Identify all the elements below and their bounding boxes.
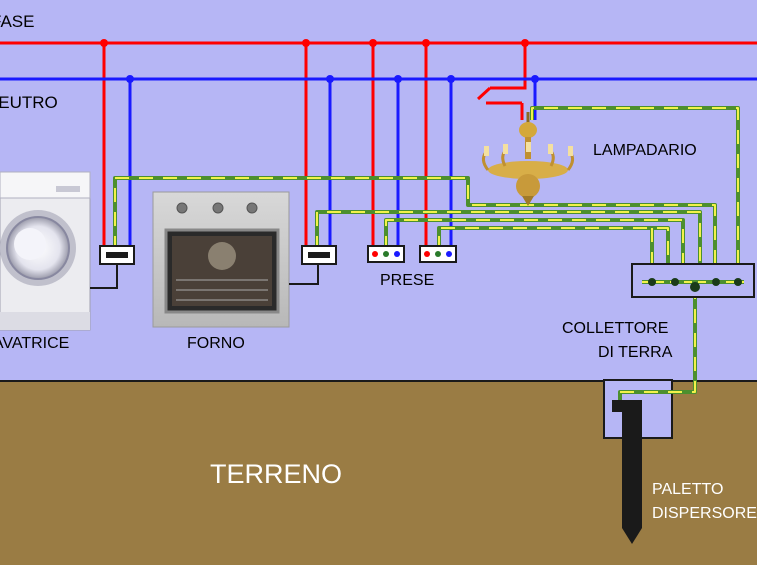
ground-soil xyxy=(0,379,757,565)
wall-socket-1 xyxy=(367,245,405,263)
collector-label-line1: COLLETTORE xyxy=(562,320,668,337)
oven-label: FORNO xyxy=(187,335,245,352)
neutral-label: NEUTRO xyxy=(0,93,58,112)
lamp-label: LAMPADARIO xyxy=(593,142,697,159)
washer-label: LAVATRICE xyxy=(0,335,69,352)
washing-machine xyxy=(0,171,91,331)
wall-socket-2 xyxy=(419,245,457,263)
light-switch xyxy=(476,86,524,120)
chandelier xyxy=(481,112,575,206)
phase-label: FASE xyxy=(0,12,34,31)
collector-label-line2: DI TERRA xyxy=(598,344,673,361)
earth-wires xyxy=(113,106,740,400)
earth-rod xyxy=(612,400,642,544)
ground-label: TERRENO xyxy=(210,459,342,489)
oven xyxy=(152,191,290,328)
rod-label-line2: DISPERSORE xyxy=(652,505,757,522)
earth-collector xyxy=(631,263,755,298)
wall-background xyxy=(0,0,757,380)
sockets-label: PRESE xyxy=(380,272,434,289)
oven-socket xyxy=(289,245,337,285)
rod-label-line1: PALETTO xyxy=(652,481,723,498)
washer-socket xyxy=(90,245,135,289)
